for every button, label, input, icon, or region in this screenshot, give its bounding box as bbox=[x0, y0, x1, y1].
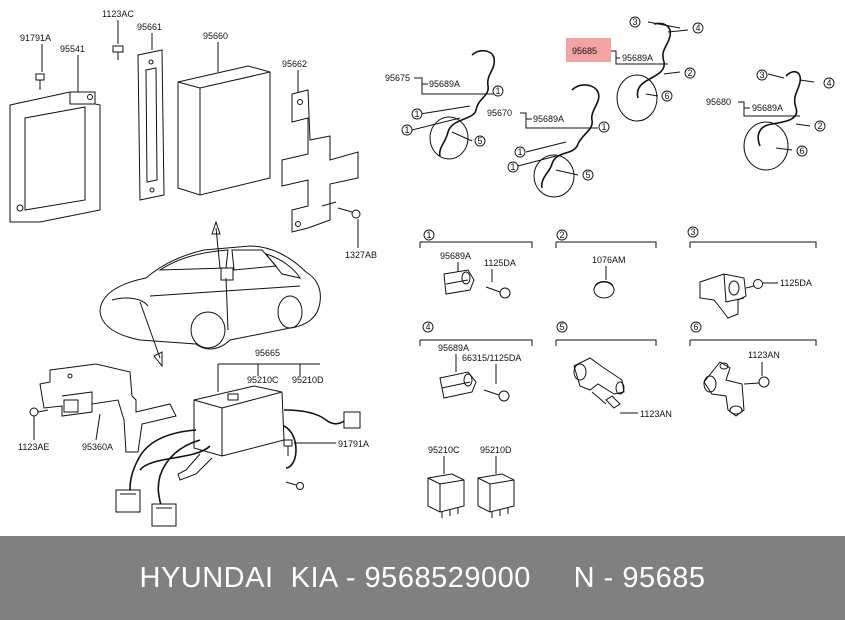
label-d6-1123an: 1123AN bbox=[748, 350, 780, 360]
bracket-95662[interactable] bbox=[281, 89, 359, 233]
label-95662: 95662 bbox=[282, 59, 307, 69]
clip-95689a-d1[interactable] bbox=[443, 269, 475, 295]
svg-text:5: 5 bbox=[559, 322, 564, 332]
harness-95670[interactable] bbox=[533, 84, 600, 198]
label-1123ae: 1123AE bbox=[18, 442, 49, 452]
label-d4-66315: 66315/1125DA bbox=[462, 353, 521, 363]
detail-1: 1 95689A 1125DA bbox=[419, 229, 533, 299]
bolt-1123an-d5[interactable] bbox=[591, 391, 621, 409]
clip-d3[interactable] bbox=[699, 273, 747, 319]
svg-text:6: 6 bbox=[664, 91, 669, 101]
bolt-66315-d4[interactable] bbox=[483, 389, 510, 402]
control-unit-95660[interactable] bbox=[177, 65, 271, 196]
sensor-d5[interactable] bbox=[573, 357, 625, 395]
svg-text:1: 1 bbox=[404, 125, 409, 135]
module-95665[interactable] bbox=[115, 385, 361, 527]
arrow-down bbox=[139, 301, 161, 359]
svg-text:1: 1 bbox=[510, 162, 515, 172]
bracket-95360a[interactable] bbox=[39, 363, 177, 453]
relay-95210c[interactable] bbox=[427, 473, 465, 518]
svg-text:5: 5 bbox=[477, 136, 482, 146]
label-95670: 95670 bbox=[487, 108, 512, 118]
harness-95680[interactable] bbox=[743, 70, 802, 171]
label-95685: 95685 bbox=[572, 46, 597, 56]
label-1327ab: 1327AB bbox=[345, 250, 377, 260]
part-number-text: HYUNDAI KIA - 9568529000 N - 95685 bbox=[139, 561, 706, 594]
label-95675: 95675 bbox=[385, 73, 410, 83]
svg-text:2: 2 bbox=[559, 230, 564, 240]
label-95665: 95665 bbox=[255, 348, 280, 358]
svg-text:1: 1 bbox=[426, 230, 431, 240]
nut-1327ab[interactable] bbox=[337, 207, 361, 219]
grommet-1076am[interactable] bbox=[593, 281, 615, 299]
svg-text:3: 3 bbox=[632, 17, 637, 27]
svg-text:4: 4 bbox=[425, 322, 430, 332]
callout-markers: 1 1 1 5 1 1 1 5 3 4 2 6 3 4 2 6 bbox=[401, 16, 835, 181]
arrow-up bbox=[215, 227, 221, 269]
detail-3: 3 1125DA bbox=[687, 226, 817, 319]
bolt-lower-harness[interactable] bbox=[285, 481, 304, 490]
label-95210c-b: 95210C bbox=[428, 445, 460, 455]
label-95541: 95541 bbox=[60, 44, 85, 54]
label-95210c-a: 95210C bbox=[247, 375, 279, 385]
parts-diagram: 91791A 95541 1123AC 95661 95660 95662 13… bbox=[9, 9, 835, 527]
bolt-1123ae[interactable] bbox=[29, 407, 49, 417]
svg-text:5: 5 bbox=[585, 170, 590, 180]
detail-2: 2 1076AM bbox=[555, 229, 657, 299]
sensor-d6[interactable] bbox=[703, 361, 745, 417]
label-95661: 95661 bbox=[137, 22, 162, 32]
harness-95685[interactable] bbox=[616, 22, 672, 122]
part-number-banner: HYUNDAI KIA - 9568529000 N - 95685 bbox=[0, 536, 845, 620]
harness-95675[interactable] bbox=[429, 49, 496, 160]
label-95689a-4: 95689A bbox=[752, 103, 783, 113]
svg-text:6: 6 bbox=[693, 322, 698, 332]
clip-95689a-d4[interactable] bbox=[439, 371, 477, 399]
svg-text:2: 2 bbox=[817, 121, 822, 131]
svg-text:3: 3 bbox=[759, 70, 764, 80]
label-d1-95689a: 95689A bbox=[440, 251, 471, 261]
svg-text:6: 6 bbox=[799, 146, 804, 156]
label-d3-1125da: 1125DA bbox=[780, 278, 812, 288]
label-95680: 95680 bbox=[706, 97, 731, 107]
label-d2-1076am: 1076AM bbox=[592, 255, 626, 265]
label-1123ac: 1123AC bbox=[102, 9, 134, 19]
label-95210d-a: 95210D bbox=[292, 375, 324, 385]
bolt-1125da-d3[interactable] bbox=[745, 279, 778, 289]
label-95689a-2: 95689A bbox=[533, 114, 564, 124]
label-91791a-top: 91791A bbox=[20, 33, 51, 43]
svg-text:1: 1 bbox=[517, 147, 522, 157]
svg-text:4: 4 bbox=[826, 78, 831, 88]
car-illustration bbox=[99, 245, 321, 350]
bolt-1123an-d6[interactable] bbox=[743, 376, 770, 388]
label-95689a-1: 95689A bbox=[429, 79, 460, 89]
svg-text:1: 1 bbox=[601, 122, 606, 132]
svg-text:2: 2 bbox=[687, 68, 692, 78]
bolt-91791a-top[interactable] bbox=[35, 73, 45, 90]
svg-text:4: 4 bbox=[695, 23, 700, 33]
highlight-95685 bbox=[566, 38, 611, 62]
detail-4: 4 95689A 66315/1125DA bbox=[419, 321, 533, 402]
label-d1-1125da: 1125DA bbox=[484, 258, 516, 268]
detail-6: 6 1123AN bbox=[689, 321, 817, 417]
svg-text:1: 1 bbox=[495, 86, 500, 96]
label-95210d-b: 95210D bbox=[480, 445, 512, 455]
label-d5-1123an: 1123AN bbox=[640, 409, 672, 419]
relay-95210d[interactable] bbox=[477, 473, 515, 518]
bolt-91791a-bottom[interactable] bbox=[283, 439, 293, 456]
svg-text:3: 3 bbox=[690, 227, 695, 237]
bolt-1125da-d1[interactable] bbox=[485, 286, 511, 299]
label-95360a: 95360A bbox=[82, 442, 113, 452]
label-95660: 95660 bbox=[203, 31, 228, 41]
bracket-95541[interactable] bbox=[9, 91, 101, 223]
strip-bracket-95661[interactable] bbox=[137, 49, 165, 201]
bolt-1123ac[interactable] bbox=[112, 45, 124, 60]
label-95689a-3: 95689A bbox=[622, 53, 653, 63]
svg-text:1: 1 bbox=[414, 109, 419, 119]
label-91791a-bottom: 91791A bbox=[338, 439, 369, 449]
label-d4-95689a: 95689A bbox=[438, 343, 469, 353]
detail-5: 5 1123AN bbox=[555, 321, 672, 419]
